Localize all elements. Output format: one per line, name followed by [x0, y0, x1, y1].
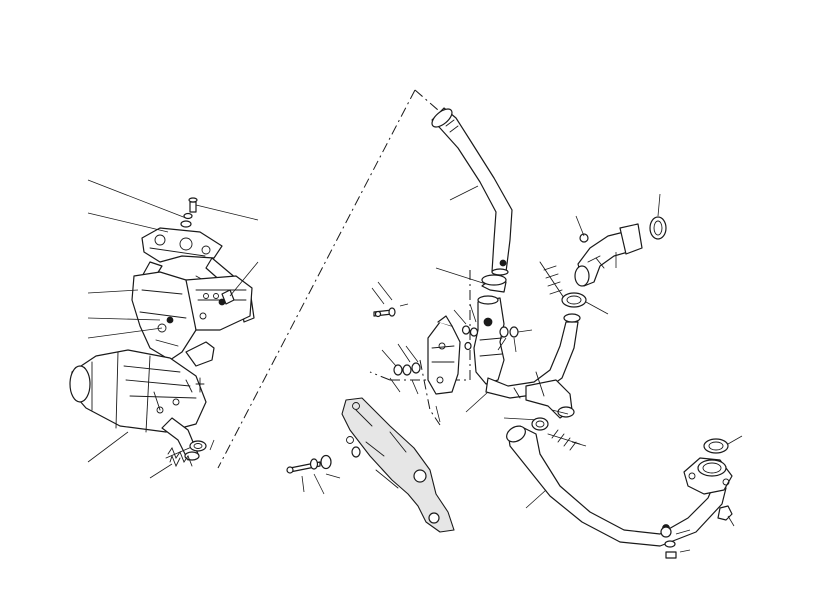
muffler-side-bolt	[221, 289, 235, 305]
catalytic-converter	[473, 295, 505, 385]
right-leader-lines	[525, 193, 743, 553]
muffler-gasket-ring	[189, 440, 207, 452]
muffler-leader-lines	[87, 179, 259, 479]
front-header-pipe	[431, 107, 513, 276]
footpeg-bracket	[341, 397, 455, 533]
muffler-side-panel	[185, 275, 253, 331]
muffler-assembly	[69, 197, 255, 468]
header-pipe-probe-boss	[499, 259, 507, 267]
muffler-inlet-pipe	[161, 417, 200, 461]
assembly-dash-dot-lines	[217, 89, 471, 469]
muffler-top-bracket	[141, 227, 223, 263]
muffler-top-bolt	[180, 197, 198, 228]
right-flange-gasket	[703, 438, 729, 454]
center-leader-lines	[371, 185, 541, 423]
right-flange-nut	[717, 505, 733, 521]
mid-gasket-ring	[531, 417, 549, 431]
muffler-upper-heat-shield	[131, 271, 197, 361]
rear-header-ring	[561, 292, 587, 308]
shield-hardware	[373, 307, 519, 376]
muffler-body	[69, 349, 207, 433]
muffler-rear-outlet	[185, 341, 215, 367]
mid-connecting-pipe	[485, 313, 581, 419]
rear-header-elbow	[574, 223, 643, 287]
rear-header-gasket	[649, 216, 667, 240]
converter-heat-shield	[427, 315, 461, 395]
mid-spring	[547, 429, 581, 451]
bracket-bolt-stack	[286, 446, 361, 474]
right-manifold-flange	[683, 457, 733, 495]
lower-sensor-hardware	[660, 526, 677, 559]
bracket-leader-lines	[301, 473, 341, 495]
muffler-spring	[165, 445, 195, 468]
rear-header-nut	[579, 233, 589, 243]
pipe-clamp-upper	[481, 274, 507, 293]
rear-header-spring	[539, 261, 565, 299]
